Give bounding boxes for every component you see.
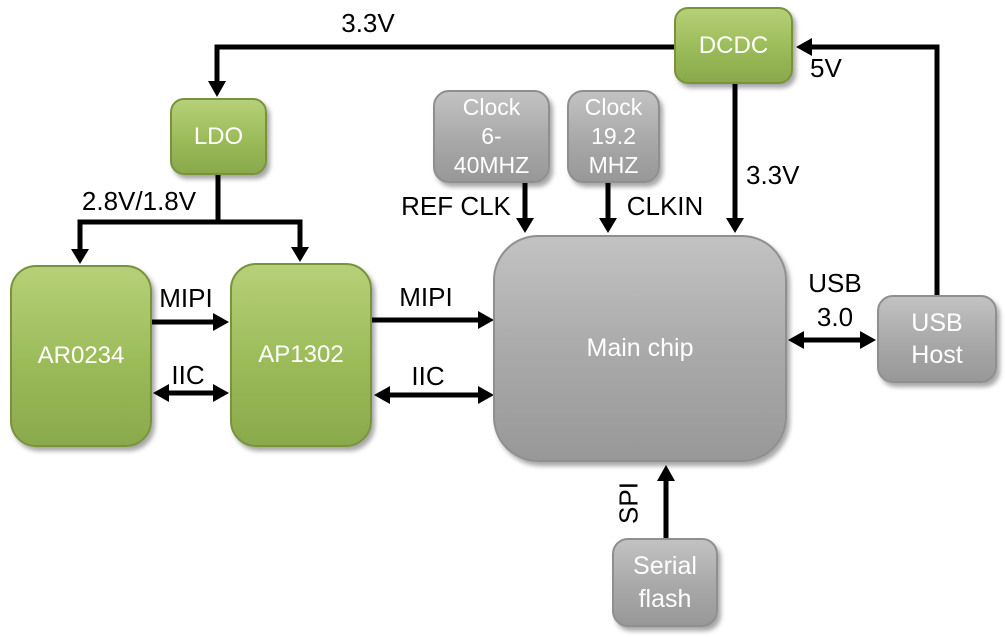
block-clock-6-40mhz: Clock 6- 40MHZ <box>433 90 550 183</box>
arrowhead-down-3v3 <box>726 218 744 233</box>
block-serial-flash: Serial flash <box>612 538 718 627</box>
connector-clkin <box>599 183 617 233</box>
connector-usb30 <box>788 331 876 349</box>
label-mipi-sensor: MIPI <box>159 283 213 313</box>
arrowhead-right-into-ap1302-iic <box>213 384 229 402</box>
connector-5v-usbhost-to-dcdc <box>796 38 940 295</box>
block-ldo-label: LDO <box>193 122 244 150</box>
connector-spi <box>657 465 675 538</box>
block-ar0234: AR0234 <box>10 265 152 447</box>
arrowhead-down-into-ap1302 <box>291 247 309 262</box>
block-serial-flash-line2: flash <box>638 584 692 613</box>
connector-iic-ap1302-mainchip <box>374 386 494 404</box>
arrowhead-left-into-ar0234 <box>153 384 169 402</box>
block-clock-19-2mhz-line3: MHZ <box>588 152 639 178</box>
arrowhead-right-into-mainchip <box>478 311 494 329</box>
block-ap1302: AP1302 <box>230 263 372 447</box>
label-usb30-line2: 3.0 <box>816 302 854 332</box>
block-clock-19-2mhz: Clock 19.2 MHZ <box>567 90 660 183</box>
connector-refclk <box>516 183 534 233</box>
block-usb-host-line1: USB <box>911 309 963 337</box>
block-serial-flash-line1: Serial <box>633 551 697 580</box>
label-spi: SPI <box>613 482 644 524</box>
label-usb30: USB 3.0 <box>808 266 861 334</box>
connector-mipi-ar0234-to-ap1302 <box>152 313 229 331</box>
connector-mipi-ap1302-to-mainchip <box>372 311 494 329</box>
label-iic-isp: IIC <box>411 361 445 391</box>
block-ldo: LDO <box>170 98 267 175</box>
block-usb-host-line2: Host <box>911 341 963 369</box>
arrowhead-down-into-ldo <box>208 81 226 97</box>
label-5v-rail: 5V <box>810 53 842 83</box>
connector-ldo-rails <box>71 175 309 264</box>
block-dcdc: DCDC <box>674 7 793 84</box>
connector-3v3-dcdc-to-mainchip <box>726 84 744 233</box>
arrowhead-right-into-usbhost <box>860 331 876 349</box>
arrowhead-left-into-dcdc <box>796 38 812 56</box>
connector-iic-ar0234-ap1302 <box>153 384 229 402</box>
label-3v3-rail: 3.3V <box>341 8 395 38</box>
connector-3v3-dcdc-to-ldo <box>208 44 674 97</box>
block-clock-19-2mhz-line2: 19.2 <box>591 123 636 149</box>
arrowhead-left-into-mainchip <box>788 331 804 349</box>
block-usb-host: USB Host <box>877 295 997 383</box>
arrowhead-right-into-ap1302 <box>213 313 229 331</box>
label-usb30-line1: USB <box>808 268 862 298</box>
block-clock-19-2mhz-line1: Clock <box>584 94 643 120</box>
arrowhead-left-into-ap1302 <box>374 386 390 404</box>
label-ref-clk: REF CLK <box>401 191 511 221</box>
block-clock-6-40mhz-line2: 6- <box>481 123 502 149</box>
arrowhead-right-into-mainchip-iic <box>478 386 494 404</box>
block-ar0234-label: AR0234 <box>37 342 125 369</box>
arrowhead-up-into-mainchip <box>657 465 675 481</box>
arrowhead-down-clkin <box>599 218 617 233</box>
block-main-chip-label: Main chip <box>586 334 694 362</box>
label-iic-sensor: IIC <box>171 360 205 390</box>
block-main-chip: Main chip <box>493 235 787 462</box>
arrowhead-down-refclk <box>516 218 534 233</box>
label-clkin: CLKIN <box>626 191 704 221</box>
arrowhead-down-into-ar0234 <box>71 249 89 264</box>
label-3v3-chip: 3.3V <box>746 160 800 190</box>
block-ap1302-label: AP1302 <box>258 341 344 368</box>
block-dcdc-label: DCDC <box>698 31 769 59</box>
label-mipi-isp: MIPI <box>399 282 453 312</box>
block-clock-6-40mhz-line1: Clock <box>462 94 521 120</box>
block-clock-6-40mhz-line3: 40MHZ <box>453 152 530 178</box>
label-2v8-1v8-rail: 2.8V/1.8V <box>81 186 197 216</box>
